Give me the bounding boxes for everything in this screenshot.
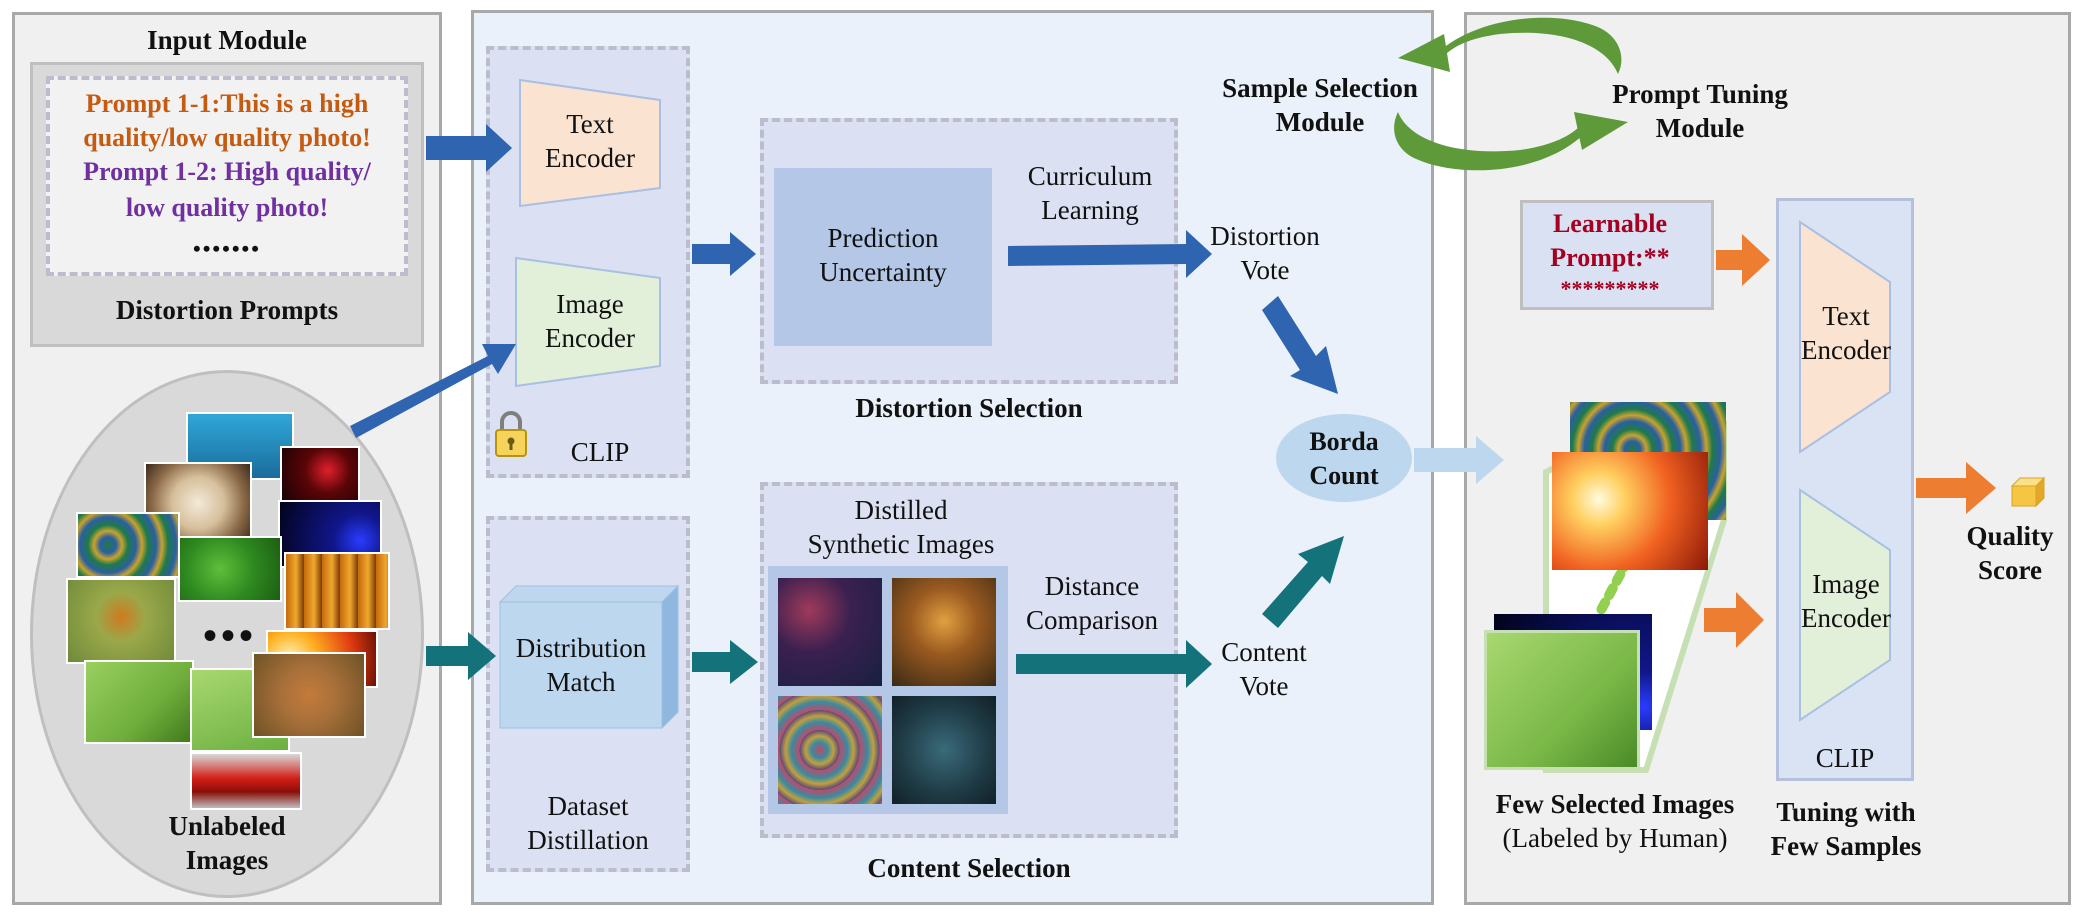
arrow-images-to-image-encoder-orange (1704, 592, 1764, 648)
quality-score-label-1: Quality (1966, 521, 2054, 551)
distribution-match-label-2: Match (546, 667, 616, 697)
image-thumb-dragonfly (84, 660, 194, 744)
tuning-image-encoder-shape (1799, 488, 1891, 722)
clip-image-encoder-label-1: Image (556, 289, 624, 319)
prediction-uncertainty-box (774, 168, 992, 346)
learnable-prompt-box (1520, 200, 1714, 310)
image-thumb-antelope (252, 652, 366, 738)
arrow-prompt-to-text-encoder-orange (1716, 234, 1770, 286)
sample-selection-module-label-2: Module (1275, 107, 1365, 137)
learnable-prompt-line-1: Learnable (1552, 209, 1668, 238)
prompt-ellipsis: ••••••• (193, 236, 261, 261)
prompt-tuning-module-label-2: Module (1655, 113, 1745, 143)
synthetic-image-3 (778, 696, 882, 804)
arrow-curriculum-to-vote (1008, 230, 1212, 278)
sample-selection-module-label-1: Sample Selection (1222, 73, 1418, 103)
arrow-clip-to-distortion (692, 232, 756, 276)
distortion-vote-label-2: Vote (1240, 255, 1290, 285)
distortion-vote-label-1: Distortion (1210, 221, 1320, 251)
dataset-distillation-label-1: Dataset (547, 791, 629, 821)
distortion-prompts-label: Distortion Prompts (115, 295, 339, 325)
borda-count-label-1: Borda (1309, 427, 1379, 456)
prompt-text-box (46, 76, 408, 276)
distribution-match-label-1: Distribution (515, 633, 647, 663)
selected-image-dragonfly (1484, 630, 1640, 770)
arrow-content-vote-to-borda (1262, 536, 1344, 628)
prompt-1-2-line-1: Prompt 1-2: High quality/ (83, 157, 371, 186)
arrow-distance-to-content-vote (1016, 640, 1212, 688)
tuning-with-few-samples-label-2: Few Samples (1770, 831, 1922, 861)
selected-image-fire (1552, 452, 1708, 570)
arrow-images-to-distribution (426, 632, 496, 680)
arrow-images-to-image-encoder (350, 344, 516, 438)
borda-count-label-2: Count (1309, 461, 1379, 490)
prediction-uncertainty-label-1: Prediction (827, 223, 939, 253)
clip-image-encoder-label-2: Encoder (545, 323, 635, 353)
arrow-borda-to-selected-images (1414, 436, 1504, 484)
distilled-synthetic-label-1: Distilled (854, 495, 948, 525)
image-thumb-butterfly (66, 578, 176, 664)
prompt-1-1-line-1: Prompt 1-1:This is a high (85, 89, 369, 118)
clip-text-encoder-label-1: Text (566, 109, 614, 139)
distance-comparison-label-1: Distance (1044, 571, 1140, 601)
learnable-prompt-line-3: ********* (1560, 276, 1660, 301)
synthetic-image-2 (892, 578, 996, 686)
tuning-text-encoder-label-1: Text (1822, 301, 1870, 331)
image-thumb-amber-lines (284, 552, 390, 630)
cycle-arrows (1394, 17, 1628, 171)
prompt-1-2-line-2: low quality photo! (125, 193, 329, 222)
arrow-prompt-to-text-encoder (426, 124, 512, 172)
curriculum-learning-label-1: Curriculum (1027, 161, 1153, 191)
unlabeled-images-label-1: Unlabeled (168, 811, 286, 841)
arrow-clip-to-quality (1916, 462, 1996, 514)
image-encoder-shape (515, 256, 661, 388)
synthetic-image-1 (778, 578, 882, 686)
arrow-distortion-vote-to-borda (1262, 296, 1338, 394)
content-vote-label-2: Vote (1239, 671, 1289, 701)
few-selected-images-label: Few Selected Images (1495, 789, 1735, 819)
content-vote-label-1: Content (1221, 637, 1307, 667)
synthetic-image-4 (892, 696, 996, 804)
tuning-clip-label: CLIP (1815, 743, 1875, 773)
content-selection-label: Content Selection (867, 853, 1071, 883)
borda-count-ellipse (1276, 414, 1412, 502)
image-thumb-red-car (190, 752, 302, 810)
clip-label: CLIP (570, 437, 630, 467)
distortion-selection-label: Distortion Selection (855, 393, 1083, 423)
unlabeled-images-label-2: Images (185, 845, 269, 875)
lock-icon (495, 411, 527, 457)
image-thumb-red-lights (280, 446, 360, 506)
image-thumb-peacock (76, 512, 180, 578)
curriculum-learning-label-2: Learning (1041, 195, 1139, 225)
arrow-distribution-to-content (692, 640, 758, 684)
tuning-image-encoder-label-1: Image (1812, 569, 1880, 599)
learnable-prompt-line-2: Prompt:** (1550, 243, 1670, 272)
labeled-by-human-label: (Labeled by Human) (1502, 823, 1728, 853)
distilled-synthetic-label-2: Synthetic Images (807, 529, 995, 559)
images-ellipsis: ••• (202, 613, 257, 658)
quality-score-cube-icon (2010, 476, 2046, 508)
tuning-with-few-samples-label-1: Tuning with (1776, 797, 1916, 827)
text-encoder-shape (519, 78, 661, 208)
clip-text-encoder-label-2: Encoder (545, 143, 635, 173)
input-module-title: Input Module (147, 25, 307, 55)
tuning-text-encoder-label-2: Encoder (1801, 335, 1891, 365)
image-thumb-clover (178, 536, 282, 602)
distance-comparison-label-2: Comparison (1026, 605, 1158, 635)
quality-score-label-2: Score (1978, 555, 2042, 585)
tuning-text-encoder-shape (1799, 220, 1891, 454)
tuning-image-encoder-label-2: Encoder (1801, 603, 1891, 633)
prompt-1-1-line-2: quality/low quality photo! (83, 123, 371, 152)
prompt-tuning-module-label-1: Prompt Tuning (1612, 79, 1788, 109)
prediction-uncertainty-label-2: Uncertainty (819, 257, 947, 287)
dataset-distillation-label-2: Distillation (527, 825, 649, 855)
